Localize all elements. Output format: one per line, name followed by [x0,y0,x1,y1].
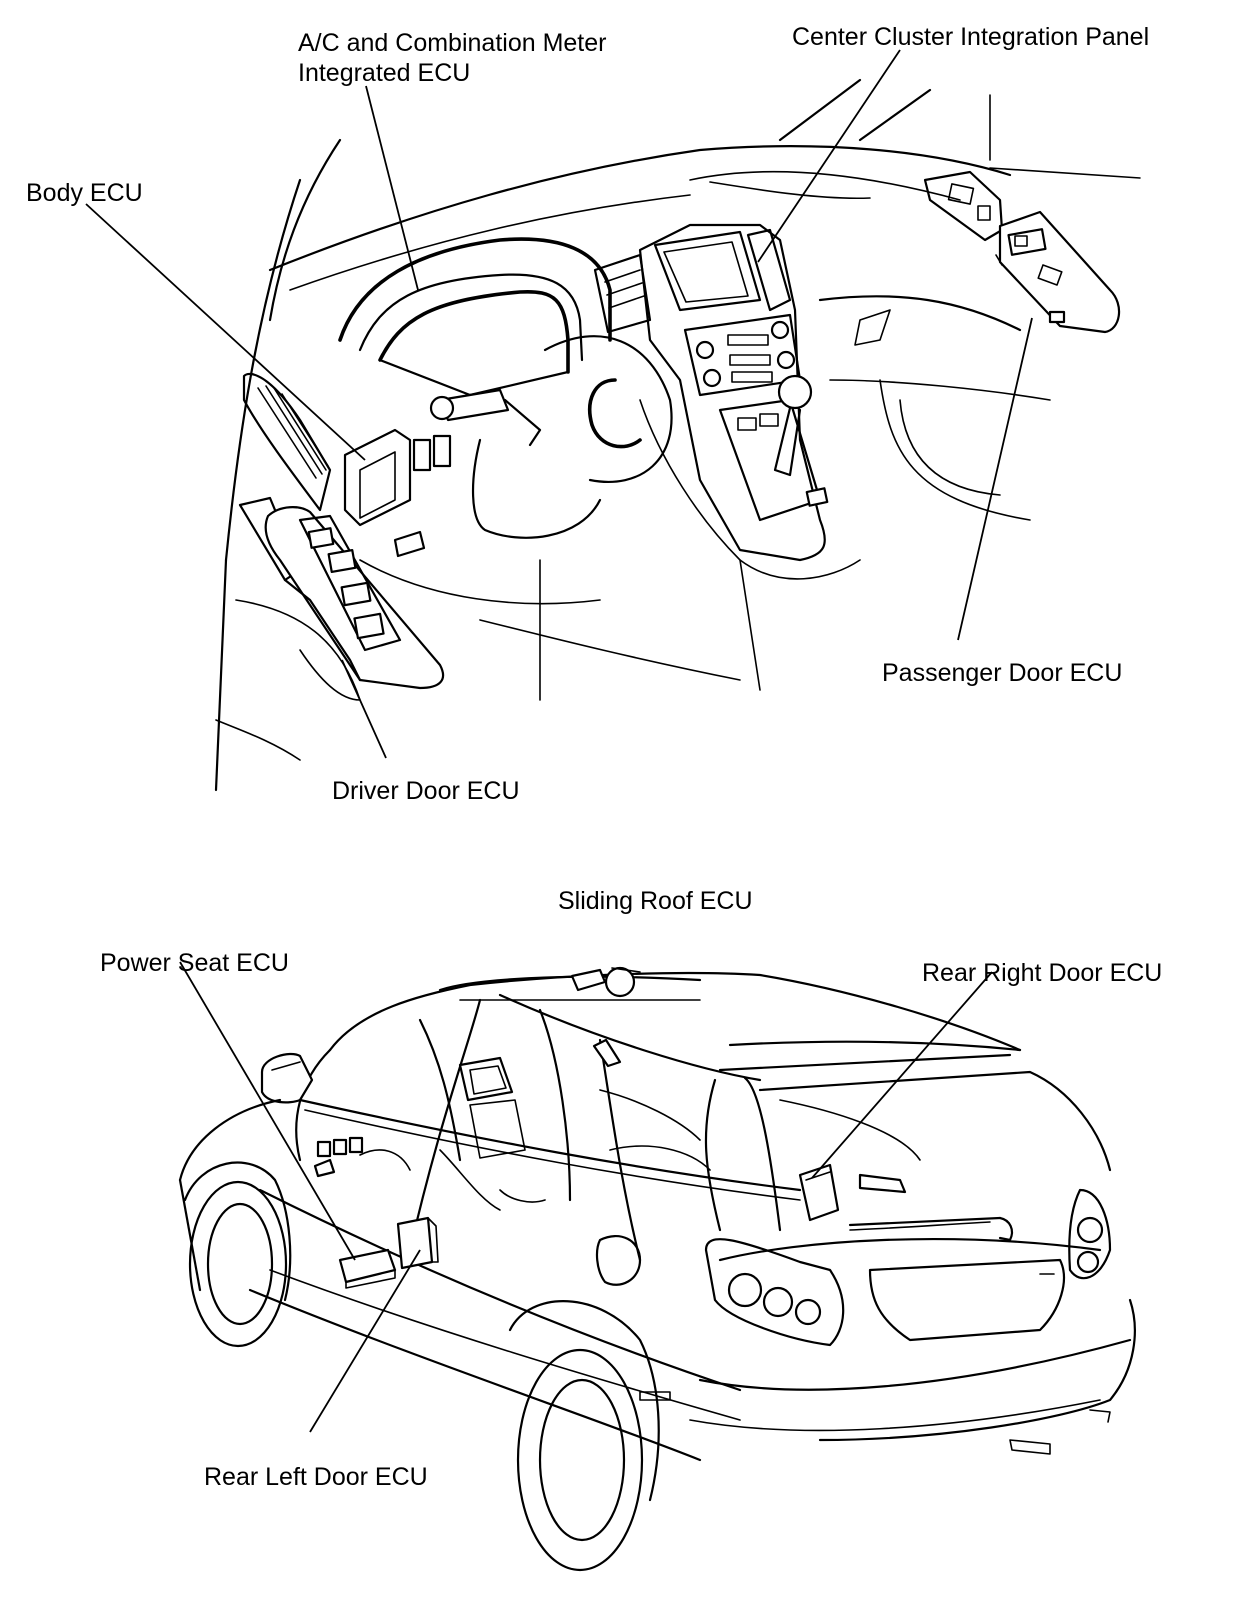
label-rear-right-door-ecu: Rear Right Door ECU [922,959,1163,987]
label-ac-meter-ecu-line1: A/C and Combination Meter [298,29,607,57]
label-center-cluster-panel: Center Cluster Integration Panel [792,23,1150,51]
vehicle-illustration [178,966,1136,1572]
leader-lines-bottom [179,961,993,1433]
label-power-seat-ecu: Power Seat ECU [100,949,289,977]
label-body-ecu: Body ECU [26,179,143,207]
label-rear-left-door-ecu: Rear Left Door ECU [204,1463,428,1491]
label-ac-meter-ecu: A/C and Combination Meter Integrated ECU [298,28,606,88]
leader-lines-top [85,49,1033,759]
label-driver-door-ecu: Driver Door ECU [332,777,520,805]
label-passenger-door-ecu: Passenger Door ECU [882,659,1123,687]
label-sliding-roof-ecu: Sliding Roof ECU [558,887,753,915]
dashboard-illustration [214,78,1141,792]
label-ac-meter-ecu-line2: Integrated ECU [298,59,471,87]
